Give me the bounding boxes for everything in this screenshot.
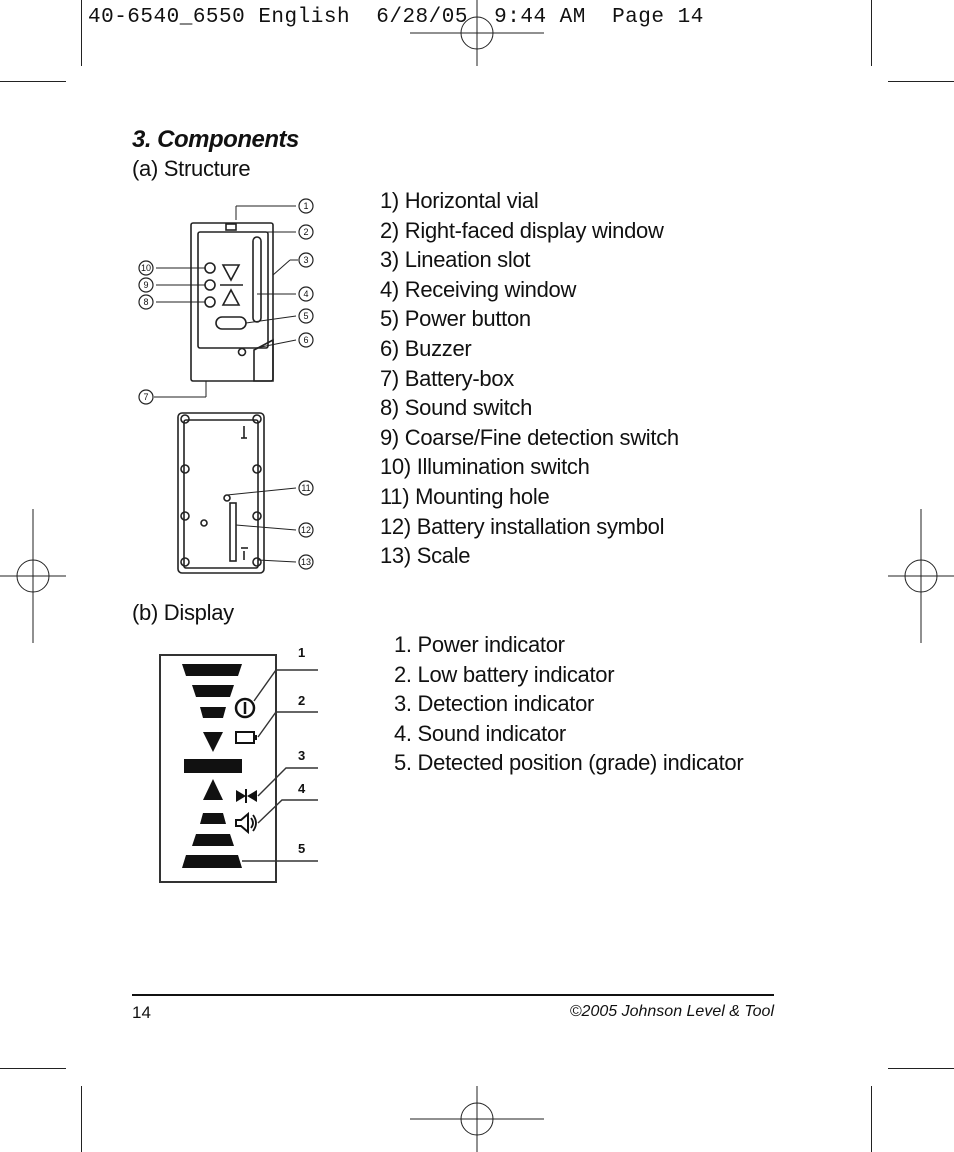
crop-mark-bottom-left-vertical: [81, 1086, 82, 1152]
section-heading: 3. Components: [132, 126, 299, 153]
crop-mark-bottom-left-horizontal: [0, 1068, 66, 1069]
crop-mark-bottom-right-horizontal: [888, 1068, 954, 1069]
callout-label: 4: [298, 781, 306, 796]
detection-icon: [236, 789, 257, 803]
callout-label: 7: [143, 392, 148, 402]
registration-mark-right: [888, 509, 954, 643]
list-item: 11) Mounting hole: [380, 483, 550, 509]
crop-mark-top-right-vertical: [871, 0, 872, 66]
callout-label: 12: [301, 525, 311, 535]
callout-label: 2: [303, 227, 308, 237]
print-slug-line: 40-6540_6550 English 6/28/05 9:44 AM Pag…: [88, 6, 704, 29]
callout-label: 9: [143, 280, 148, 290]
list-item: 12) Battery installation symbol: [380, 513, 665, 539]
list-item: 5. Detected position (grade) indicator: [394, 750, 744, 776]
callout-label: 5: [298, 841, 305, 856]
page-number: 14: [132, 1003, 151, 1022]
copyright-text: ©2005 Johnson Level & Tool: [569, 1003, 774, 1020]
callout-label: 8: [143, 297, 148, 307]
crop-mark-top-right-horizontal: [888, 81, 954, 82]
callout-label: 2: [298, 693, 305, 708]
structure-heading: (a) Structure: [132, 156, 251, 181]
list-item: 8) Sound switch: [380, 395, 533, 421]
callout-label: 1: [303, 201, 308, 211]
registration-mark-top: [410, 0, 544, 66]
receiver-structure-diagram: 1 2 3 4 5 6 7 8 9 10 11 12 13: [138, 198, 314, 574]
list-item: 10) Illumination switch: [380, 454, 590, 480]
display-list: 1. Power indicator 2. Low battery indica…: [394, 630, 744, 778]
crop-mark-top-left-vertical: [81, 0, 82, 66]
callout-label: 10: [141, 263, 151, 273]
list-item: 9) Coarse/Fine detection switch: [380, 424, 679, 450]
display-heading: (b) Display: [132, 600, 234, 625]
callout-label: 6: [303, 335, 308, 345]
registration-mark-left: [0, 509, 66, 643]
callout-label: 13: [301, 557, 311, 567]
callout-label: 4: [303, 289, 308, 299]
callout-label: 1: [298, 645, 305, 660]
list-item: 7) Battery-box: [380, 365, 514, 391]
list-item: 2. Low battery indicator: [394, 661, 615, 687]
battery-icon: [235, 731, 257, 744]
footer-rule: [132, 994, 774, 996]
display-diagram: 1 2 3 4 5: [159, 645, 318, 883]
callout-label: 3: [303, 255, 308, 265]
list-item: 1) Horizontal vial: [380, 188, 539, 213]
power-icon: [234, 697, 256, 719]
crop-mark-top-left-horizontal: [0, 81, 66, 82]
list-item: 13) Scale: [380, 543, 471, 569]
list-item: 1. Power indicator: [394, 632, 565, 657]
list-item: 2) Right-faced display window: [380, 217, 664, 243]
list-item: 3. Detection indicator: [394, 691, 595, 717]
list-item: 5) Power button: [380, 306, 531, 332]
list-item: 4. Sound indicator: [394, 720, 566, 746]
callout-label: 11: [301, 483, 310, 493]
speaker-icon: [235, 811, 257, 835]
list-item: 6) Buzzer: [380, 335, 472, 361]
callout-label: 5: [303, 311, 308, 321]
crop-mark-bottom-right-vertical: [871, 1086, 872, 1152]
structure-list: 1) Horizontal vial 2) Right-faced displa…: [380, 186, 679, 571]
list-item: 3) Lineation slot: [380, 247, 531, 273]
callout-label: 3: [298, 748, 305, 763]
list-item: 4) Receiving window: [380, 276, 577, 302]
registration-mark-bottom: [410, 1086, 544, 1152]
